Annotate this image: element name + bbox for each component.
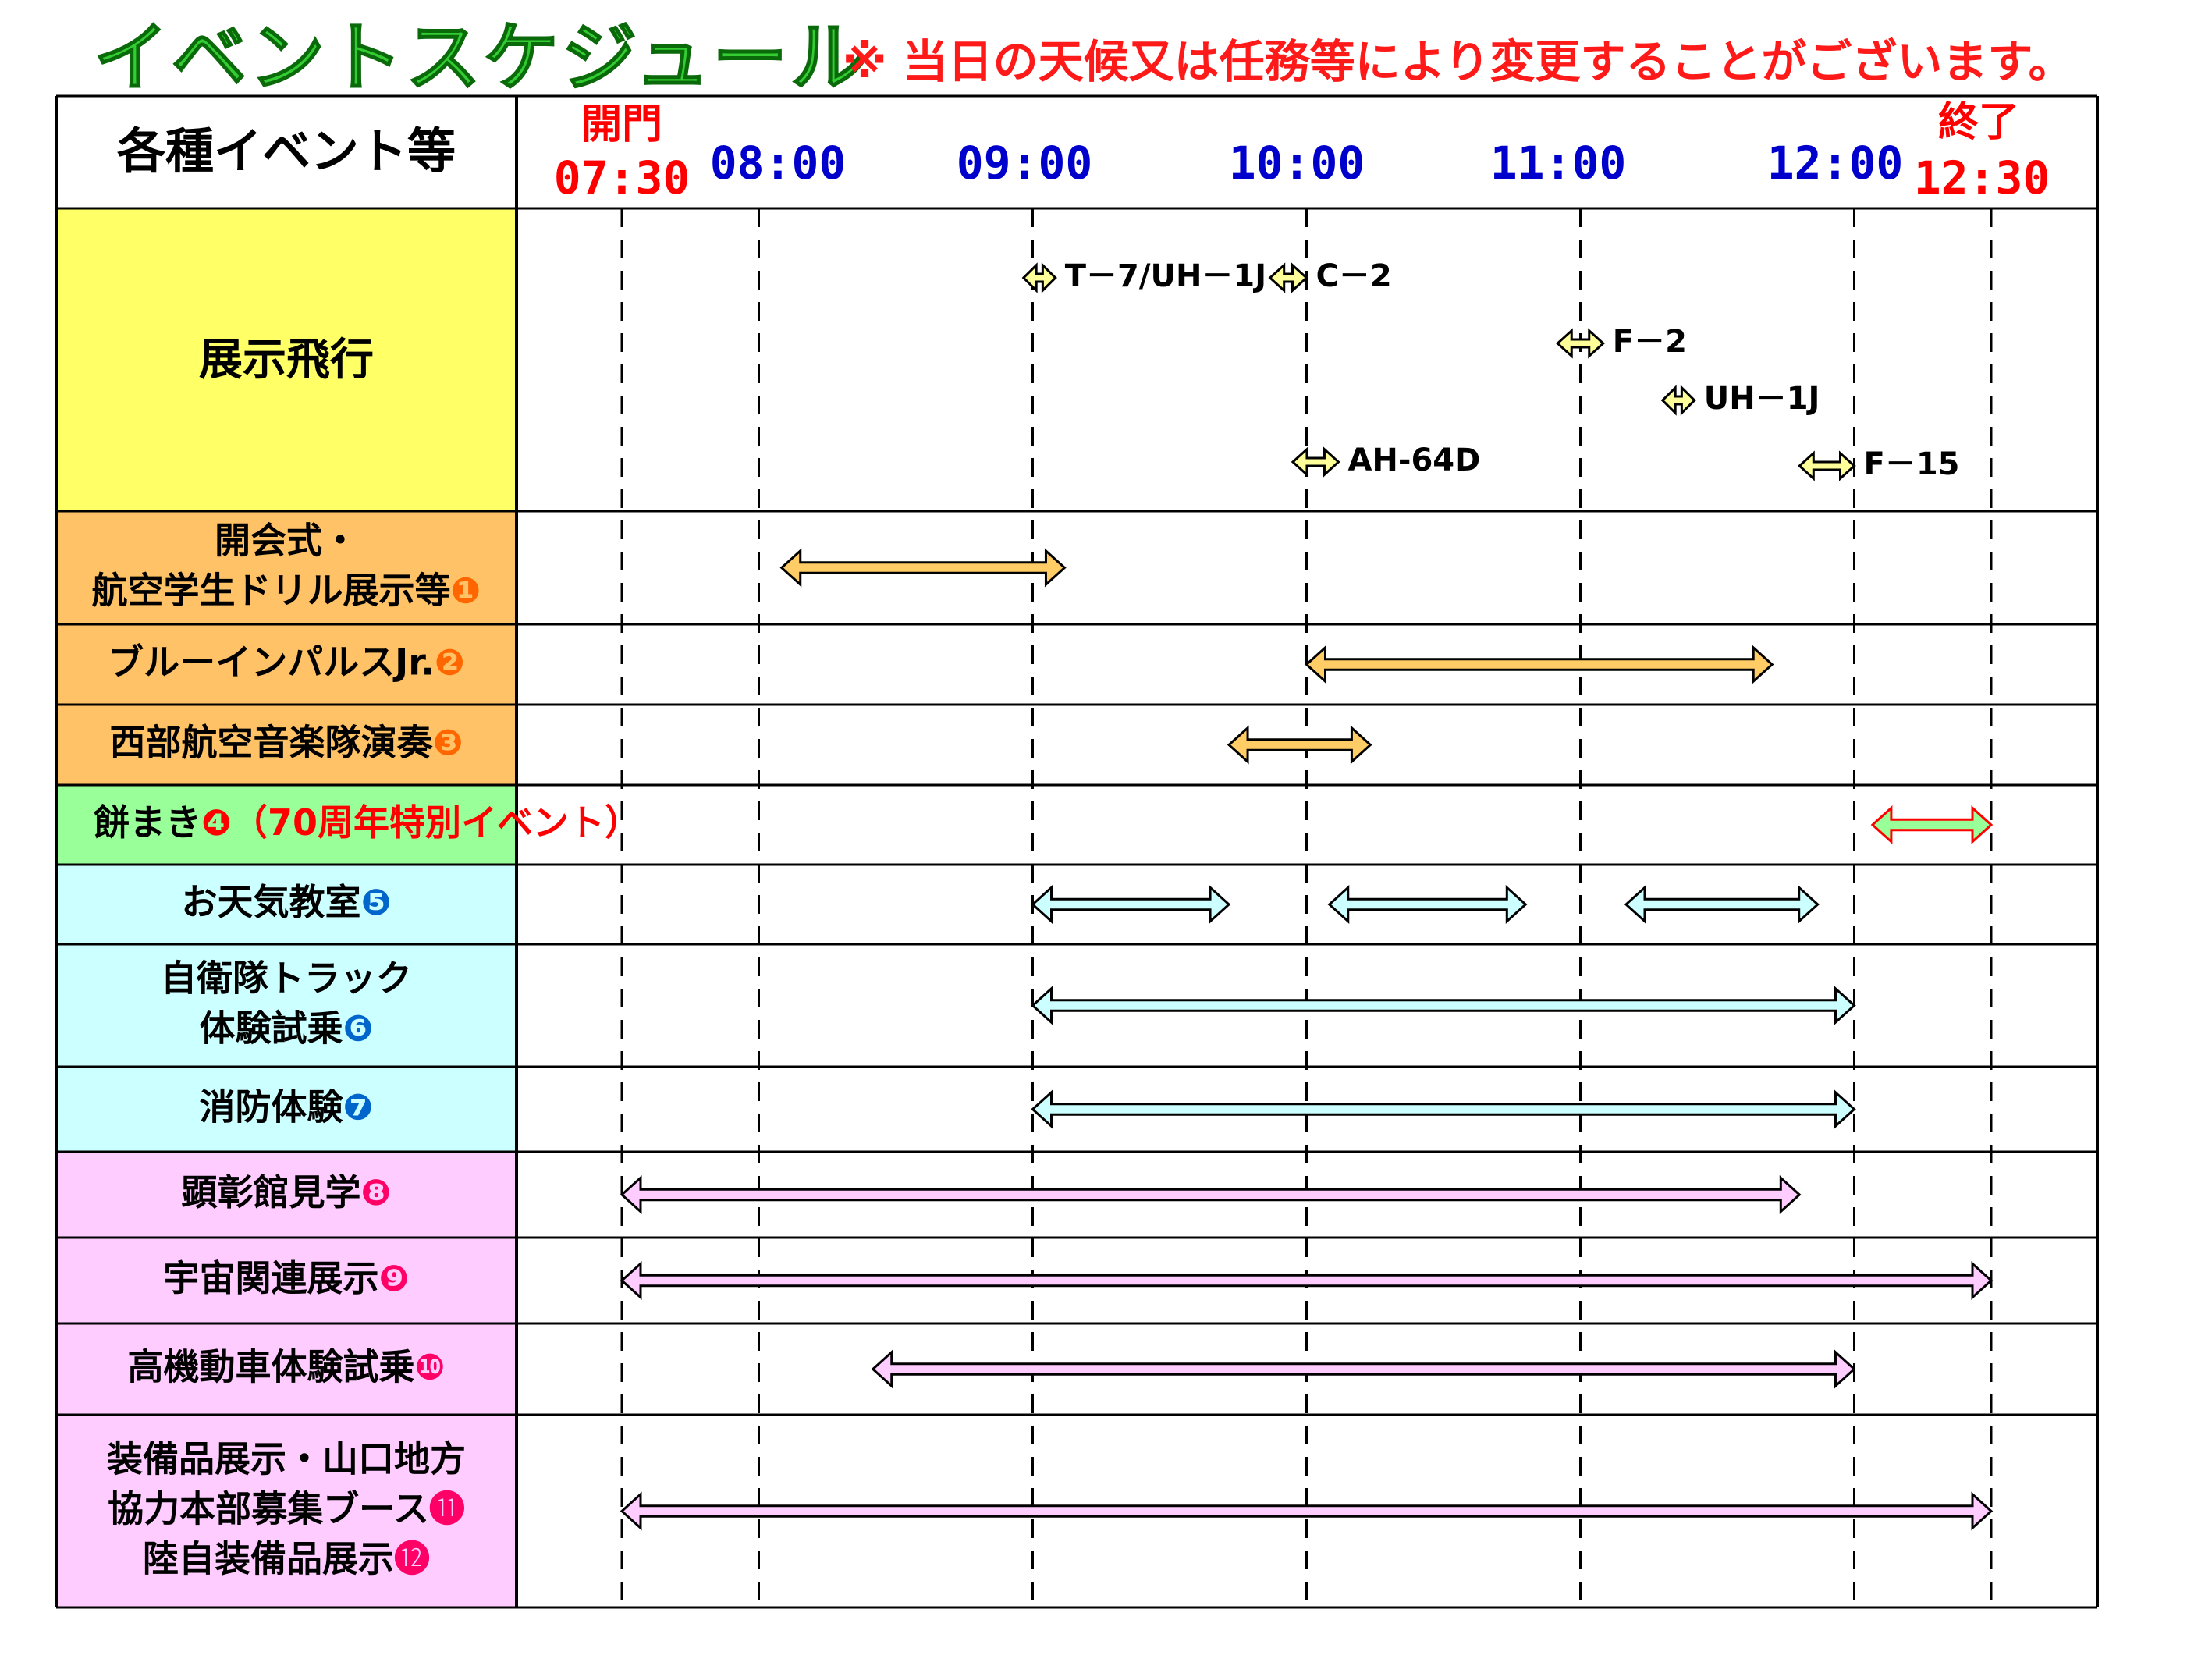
event-arrow (1031, 885, 1231, 924)
row-label: 協力本部募集ブース⓫ (108, 1487, 465, 1529)
row-label: 陸自装備品展示⓬ (143, 1537, 430, 1579)
row-label: 開会式・ (215, 519, 358, 561)
flight-arrow (1556, 328, 1605, 359)
page-title: イベントスケジュール (93, 13, 869, 102)
row-label-bg (56, 1323, 517, 1415)
flight-row-label: 展示飛行 (199, 335, 374, 385)
event-arrow (620, 1491, 1994, 1531)
row-label: 宇宙関連展示❾ (164, 1257, 410, 1299)
row-label: 消防体験❼ (200, 1085, 374, 1128)
row-label: 高機動車体験試乗❿ (128, 1345, 446, 1387)
notice-text: ※ 当日の天候又は任務等により変更することがございます。 (843, 35, 2074, 88)
flight-label: T－7/UH－1J (1065, 258, 1266, 294)
event-arrow (871, 1349, 1856, 1389)
hour-label: 09:00 (957, 137, 1093, 190)
flight-label: F－2 (1613, 324, 1687, 360)
hour-label: 10:00 (1229, 137, 1365, 190)
event-arrow (1624, 885, 1820, 924)
row-label-bg (56, 705, 517, 785)
row-label-bg (56, 944, 517, 1067)
flight-arrow (1268, 262, 1308, 293)
hour-label: 11:00 (1490, 137, 1627, 190)
row-label-bg (56, 1067, 517, 1152)
end-time: 12:30 (1914, 151, 2050, 204)
row-label: 体験試乗❻ (200, 1007, 374, 1049)
event-arrow (620, 1175, 1802, 1214)
hour-label: 08:00 (710, 137, 847, 190)
flight-row-bg (56, 208, 517, 511)
flight-arrow (1798, 450, 1856, 481)
flight-label: C－2 (1316, 258, 1392, 294)
row-label-bg (56, 624, 517, 705)
row-label: 顕彰館見学❽ (182, 1171, 392, 1213)
end-label: 終了 (1938, 99, 2019, 146)
open-time: 07:30 (554, 151, 691, 204)
event-arrow (1327, 885, 1528, 924)
event-arrow (1305, 645, 1774, 684)
row-label: 西部航空音楽隊演奏❸ (110, 721, 463, 763)
row-label-bg (56, 1152, 517, 1238)
row-label-bg (56, 785, 517, 865)
flight-label: UH－1J (1704, 381, 1820, 417)
flight-arrow (1021, 262, 1057, 293)
open-label: 開門 (581, 101, 662, 148)
row-label-bg (56, 865, 517, 944)
flight-label: AH-64D (1347, 442, 1480, 478)
row-label: 装備品展示・山口地方 (107, 1437, 466, 1480)
flight-arrow (1660, 385, 1696, 416)
row-label-bg (56, 1415, 517, 1607)
flight-arrow (1291, 446, 1340, 478)
row-label: 餅まき❹（70周年特別イベント） (94, 801, 641, 844)
row-label: 航空学生ドリル展示等❶ (92, 569, 481, 611)
event-arrow (1870, 805, 1994, 844)
event-arrow (1227, 725, 1372, 765)
hour-label: 12:00 (1767, 137, 1904, 190)
event-arrow (620, 1261, 1994, 1300)
event-arrow (779, 548, 1067, 588)
flight-label: F－15 (1864, 446, 1960, 482)
row-label: 自衛隊トラック (161, 957, 412, 999)
event-arrow (1031, 986, 1856, 1025)
row-label: お天気教室❺ (182, 881, 392, 923)
row-label: ブルーインパルスJr.❷ (108, 641, 465, 683)
row-label-bg (56, 1238, 517, 1323)
event-arrow (1031, 1089, 1856, 1129)
row-label-bg (56, 511, 517, 624)
header-column-label: 各種イベント等 (117, 123, 456, 179)
